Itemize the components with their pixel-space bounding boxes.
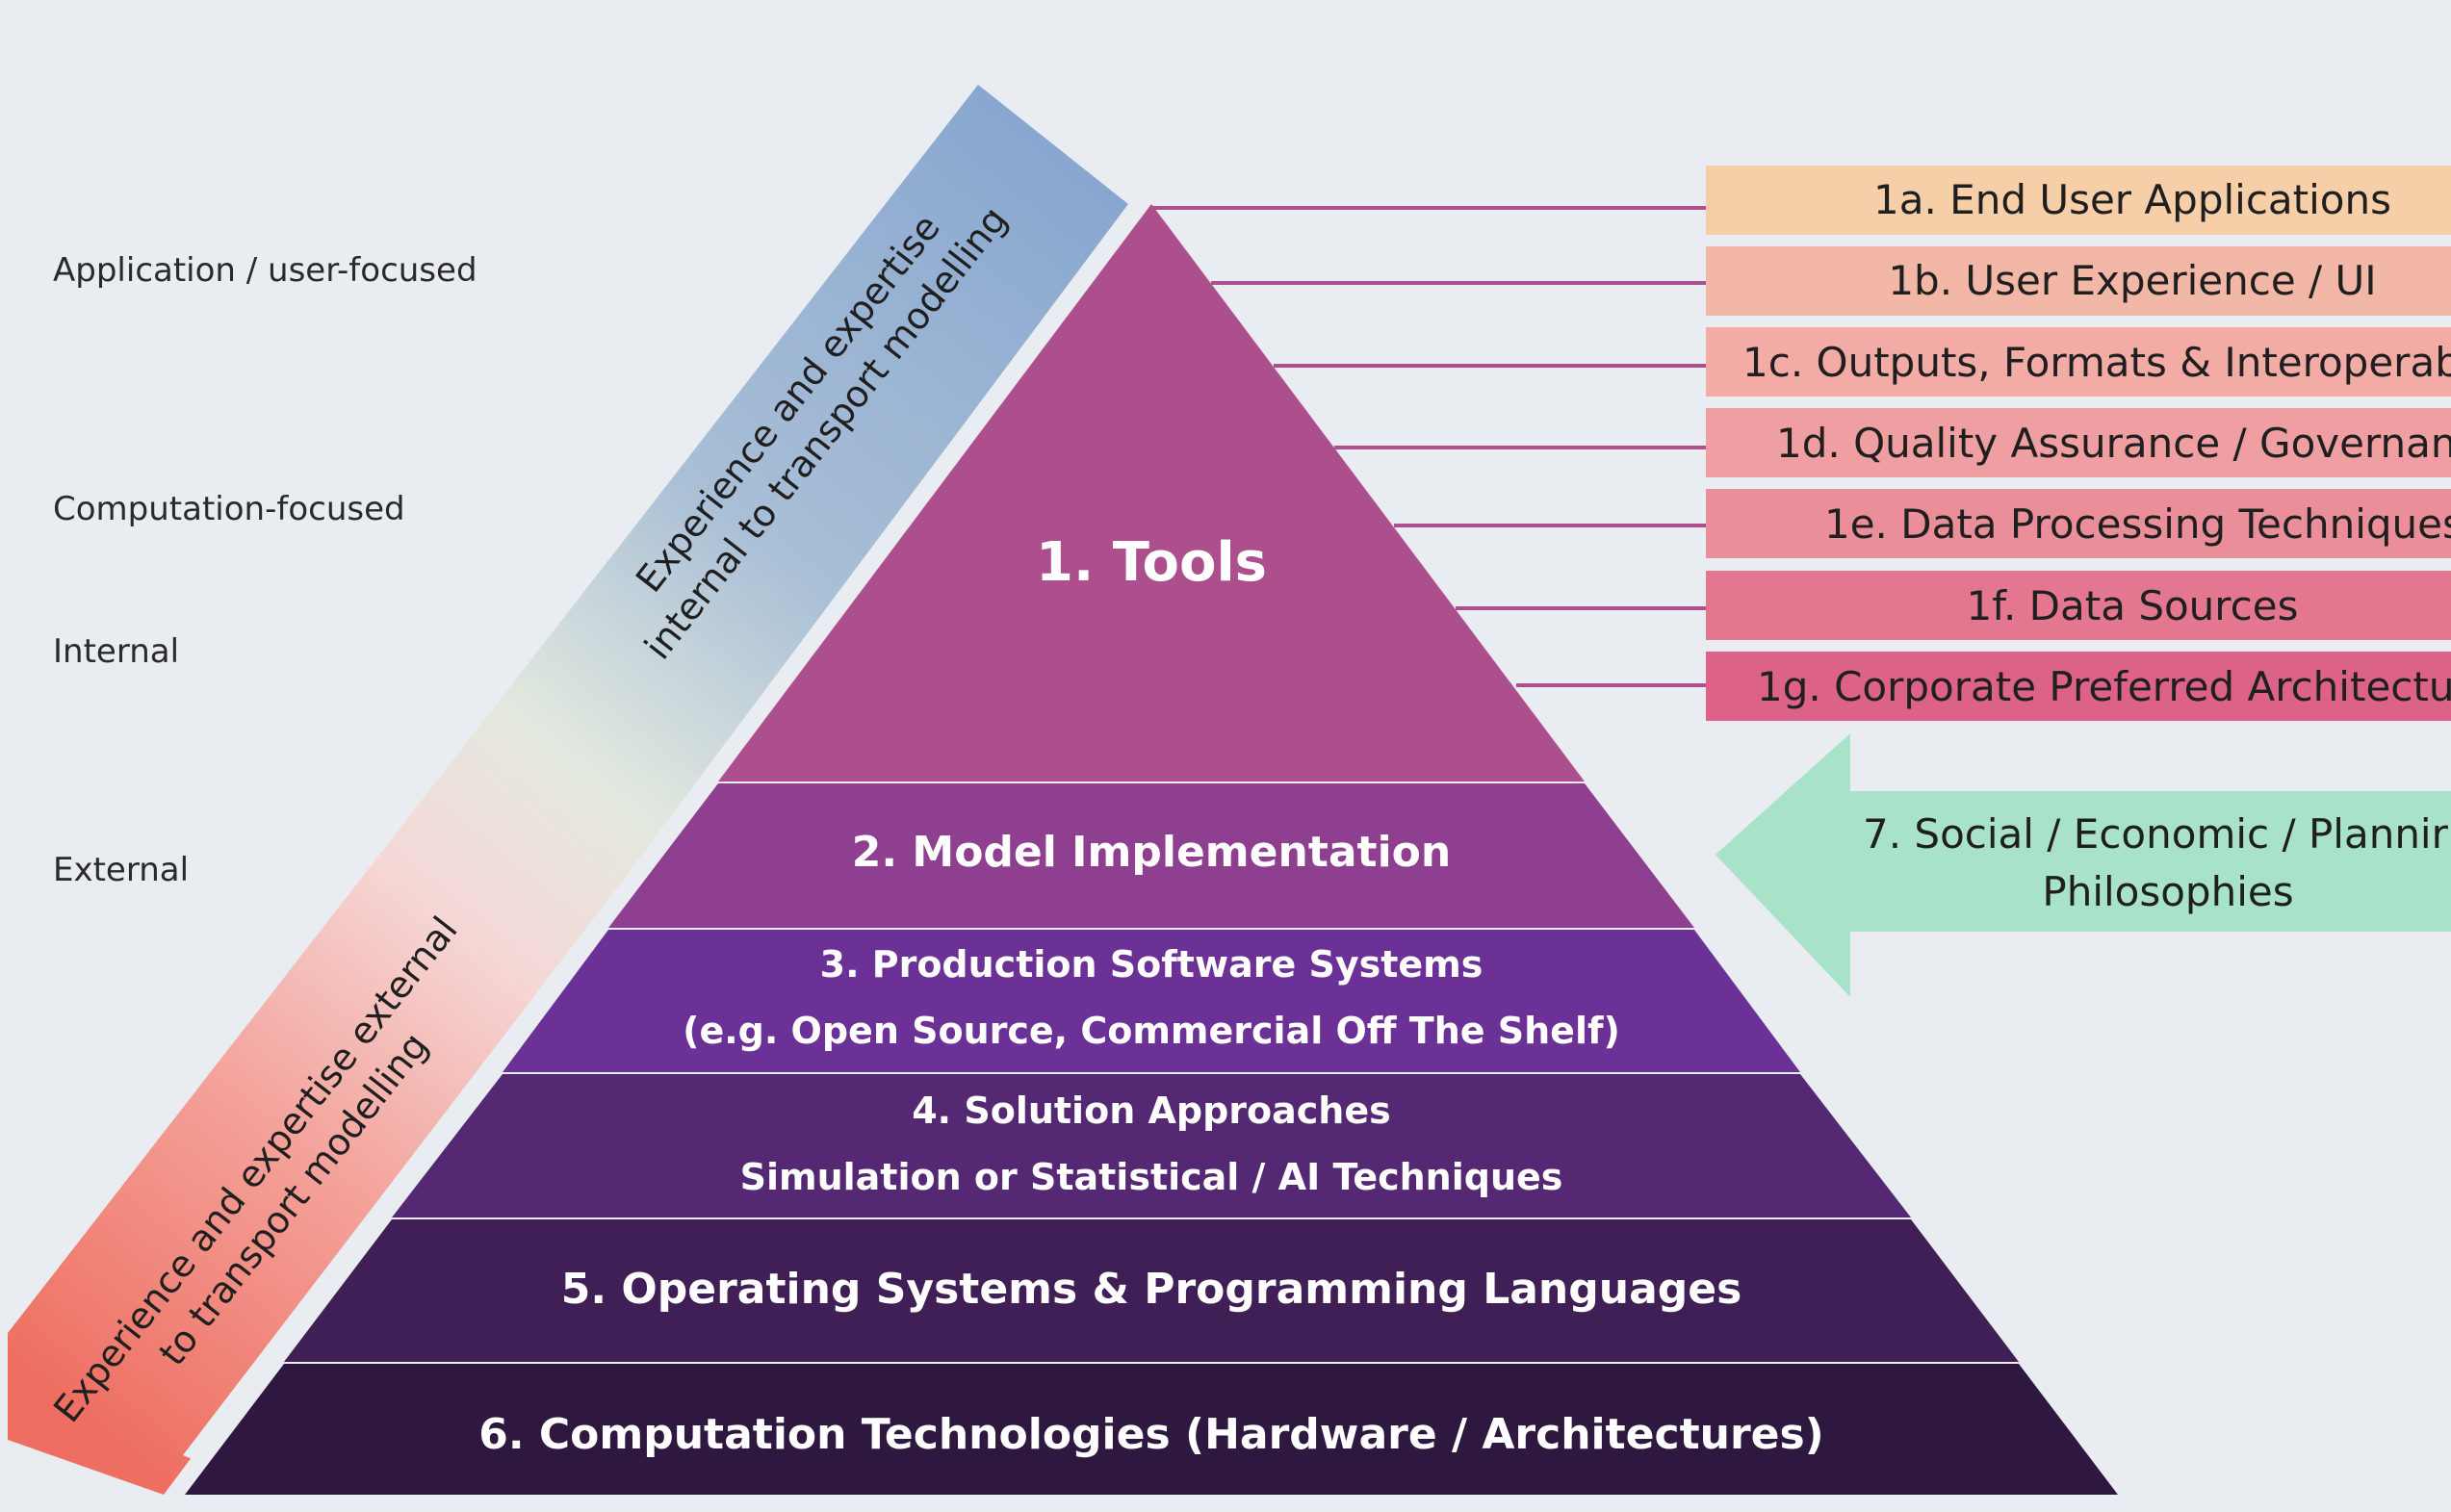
layer-model-implementation-label: 2. Model Implementation bbox=[852, 828, 1451, 877]
label-computation-focused: Computation-focused bbox=[53, 490, 405, 528]
philosophies-line1: 7. Social / Economic / Plannir bbox=[1863, 810, 2449, 858]
layer-solution-line2: Simulation or Statistical / AI Technique… bbox=[740, 1156, 1563, 1198]
tool-box-1b: 1b. User Experience / UI bbox=[1706, 246, 2451, 316]
tool-box-1a-label: 1a. End User Applications bbox=[1873, 176, 2391, 223]
tool-box-1d: 1d. Quality Assurance / Governan bbox=[1706, 408, 2451, 477]
tool-box-1e: 1e. Data Processing Techniques bbox=[1706, 489, 2451, 558]
philosophies-line2: Philosophies bbox=[2042, 868, 2293, 915]
label-internal: Internal bbox=[53, 632, 179, 671]
tool-box-1g-label: 1g. Corporate Preferred Architectu bbox=[1757, 663, 2451, 710]
tool-box-1a: 1a. End User Applications bbox=[1706, 166, 2451, 235]
tool-box-1c-label: 1c. Outputs, Formats & Interoperab bbox=[1742, 339, 2451, 386]
tool-box-1g: 1g. Corporate Preferred Architectu bbox=[1706, 652, 2451, 721]
tool-box-1e-label: 1e. Data Processing Techniques bbox=[1824, 500, 2451, 548]
label-external: External bbox=[53, 851, 189, 889]
layer-tools bbox=[718, 204, 1585, 782]
tool-box-1b-label: 1b. User Experience / UI bbox=[1888, 257, 2376, 304]
layer-solution-line1: 4. Solution Approaches bbox=[912, 1089, 1391, 1132]
layer-model-implementation bbox=[608, 783, 1694, 928]
tool-box-1c: 1c. Outputs, Formats & Interoperab bbox=[1706, 327, 2451, 397]
layer-tools-label: 1. Tools bbox=[1036, 531, 1267, 594]
layer-computation-technologies bbox=[185, 1364, 2118, 1495]
tool-connectors bbox=[1151, 206, 1706, 687]
layer-operating-systems-label: 5. Operating Systems & Programming Langu… bbox=[561, 1265, 1742, 1314]
tool-box-1d-label: 1d. Quality Assurance / Governan bbox=[1776, 420, 2451, 467]
layer-production-line1: 3. Production Software Systems bbox=[820, 943, 1484, 986]
layer-production-line2: (e.g. Open Source, Commercial Off The Sh… bbox=[683, 1010, 1620, 1052]
band-gap bbox=[183, 210, 1153, 1465]
experience-band bbox=[8, 85, 1128, 1495]
layer-computation-technologies-label: 6. Computation Technologies (Hardware / … bbox=[478, 1410, 1824, 1459]
tool-box-1f: 1f. Data Sources bbox=[1706, 571, 2451, 640]
layer-solution-approaches bbox=[392, 1074, 1911, 1217]
layer-production-software bbox=[503, 930, 1800, 1072]
layer-operating-systems bbox=[284, 1219, 2019, 1362]
label-application-user-focused: Application / user-focused bbox=[53, 251, 477, 290]
tool-box-1f-label: 1f. Data Sources bbox=[1967, 582, 2299, 629]
philosophies-arrow bbox=[1716, 733, 2451, 997]
